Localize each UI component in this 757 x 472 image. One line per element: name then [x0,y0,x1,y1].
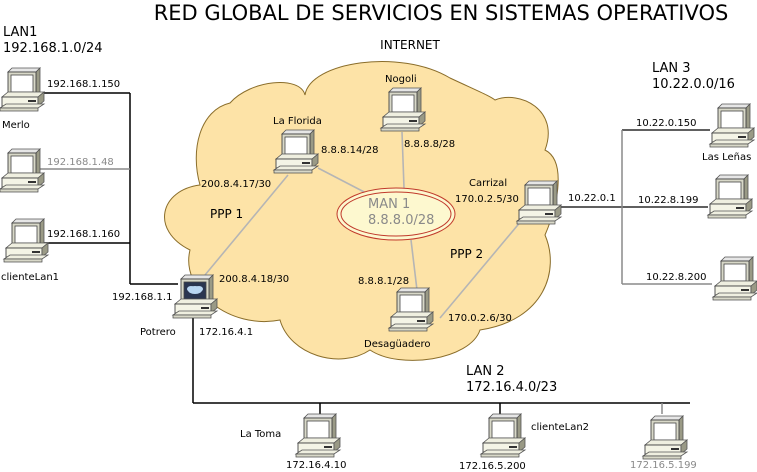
lan1-bus [40,92,178,285]
link-desaguadero-man [410,239,418,291]
la-toma-name: La Toma [240,429,281,440]
clientelan1-ip: 192.168.1.160 [47,229,120,240]
ppp1-label: PPP 1 [210,207,243,221]
lan3-bus [560,129,710,208]
las-lenas-pc-icon[interactable] [709,103,755,148]
clientelan2-ip: 172.16.5.200 [459,461,526,472]
nogoli-ip-man: 8.8.8.8/28 [404,139,455,150]
lan1-net: 192.168.1.0/24 [3,41,103,56]
lan2-net: 172.16.4.0/23 [466,380,557,395]
clientelan2-pc-icon[interactable] [480,413,526,458]
diagram-title: RED GLOBAL DE SERVICIOS EN SISTEMAS OPER… [154,1,729,25]
lan2-host3-pc-icon[interactable] [642,415,688,460]
lan2-name: LAN 2 [466,364,505,379]
las-lenas-ip: 10.22.0.150 [636,118,696,129]
potrero-name: Potrero [140,327,176,338]
carrizal-ip-ppp: 170.0.2.5/30 [455,194,519,205]
potrero-ip-lan1: 192.168.1.1 [112,292,172,303]
man-ellipse [336,187,456,241]
desaguadero-name: Desagüadero [364,339,431,350]
ppp2-label: PPP 2 [450,247,483,261]
lan1-host2-pc-icon[interactable] [0,148,45,193]
desaguadero-ip-man: 8.8.8.1/28 [358,276,409,287]
lan1-host2-ip: 192.168.1.48 [47,157,114,168]
lan2-host3-ip: 172.16.5.199 [630,460,697,471]
potrero-ip-ppp: 200.8.4.18/30 [219,274,289,285]
carrizal-name: Carrizal [469,178,507,189]
lan3-host2-ip: 10.22.8.199 [638,195,698,206]
la-florida-ip-ppp: 200.8.4.17/30 [201,179,271,190]
merlo-ip: 192.168.1.150 [47,79,120,90]
lan3-host3-pc-icon[interactable] [712,256,757,301]
cloud-links [204,131,523,319]
link-nogoli-man [401,131,405,189]
clientelan2-name: clienteLan2 [531,422,589,433]
link-florida-man [317,167,371,196]
potrero-router-icon[interactable] [172,274,218,319]
man-name: MAN 1 [368,197,410,212]
lan1-name: LAN1 [3,25,37,40]
merlo-pc-icon[interactable] [0,67,45,112]
la-toma-pc-icon[interactable] [295,413,341,458]
lan3-net: 10.22.0.0/16 [652,77,735,92]
potrero-ip-lan2: 172.16.4.1 [199,327,253,338]
link-ppp2 [439,219,523,319]
lan3-name: LAN 3 [652,61,691,76]
lan3-bus-gray [621,130,712,285]
clientelan1-pc-icon[interactable] [3,218,49,263]
la-toma-ip: 172.16.4.10 [286,460,346,471]
lan2-bus [192,316,690,414]
link-ppp1 [204,174,289,276]
lan3-host2-pc-icon[interactable] [707,174,753,219]
clientelan1-name: clienteLan1 [1,272,59,283]
la-florida-ip-man: 8.8.8.14/28 [321,145,378,156]
lan3-host3-ip: 10.22.8.200 [646,272,706,283]
desaguadero-ip-ppp: 170.0.2.6/30 [448,313,512,324]
man-net: 8.8.8.0/28 [368,213,434,228]
nogoli-name: Nogoli [385,74,417,85]
las-lenas-name: Las Leñas [702,152,751,163]
merlo-name: Merlo [2,120,30,131]
carrizal-ip-lan3: 10.22.0.1 [568,193,616,204]
la-florida-name: La Florida [273,116,322,127]
internet-label: INTERNET [380,38,440,52]
